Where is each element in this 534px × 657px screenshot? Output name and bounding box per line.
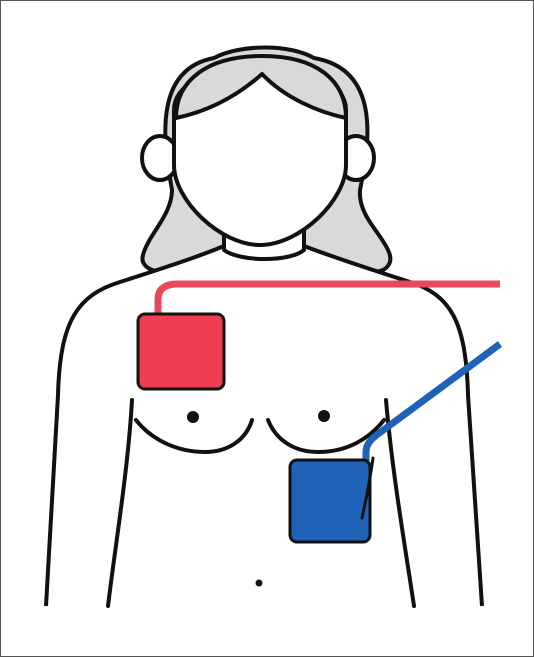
red-pad: [138, 314, 224, 389]
left-nipple: [187, 411, 199, 423]
navel: [256, 580, 263, 587]
right-nipple: [318, 410, 330, 422]
torso: [46, 246, 482, 606]
blue-pad: [290, 460, 370, 542]
